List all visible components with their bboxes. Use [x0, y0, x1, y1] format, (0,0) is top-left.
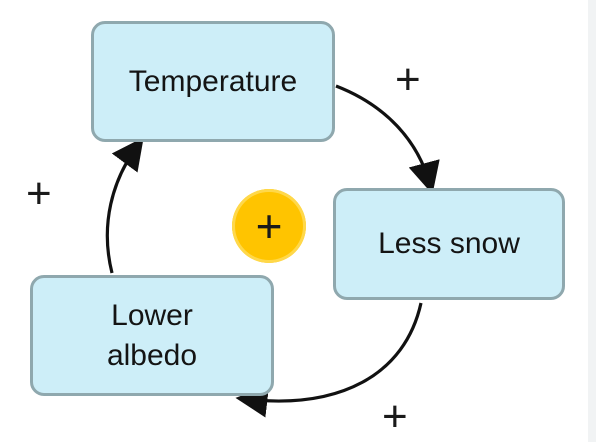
arrow-less-snow-to-lower-albedo: [235, 302, 423, 418]
link-polarity-temperature-less-snow: +: [395, 55, 421, 104]
reinforcing-loop-badge: +: [232, 189, 306, 263]
node-temperature: Temperature: [91, 21, 335, 142]
node-lower-albedo: Lower albedo: [30, 275, 274, 396]
arrow-temperature-to-less-snow: [335, 84, 440, 195]
link-polarity-lower-albedo-temperature: +: [26, 169, 52, 218]
arrow-lower-albedo-to-temperature: [105, 137, 144, 274]
window-edge-strip: [588, 0, 596, 442]
node-label-temperature: Temperature: [128, 64, 298, 98]
node-label-lower-albedo: Lower albedo: [106, 298, 198, 372]
link-polarity-less-snow-lower-albedo: +: [382, 392, 408, 441]
node-label-less-snow: Less snow: [378, 227, 520, 260]
node-less-snow: Less snow: [333, 188, 565, 300]
loop-polarity-label: +: [255, 200, 283, 252]
